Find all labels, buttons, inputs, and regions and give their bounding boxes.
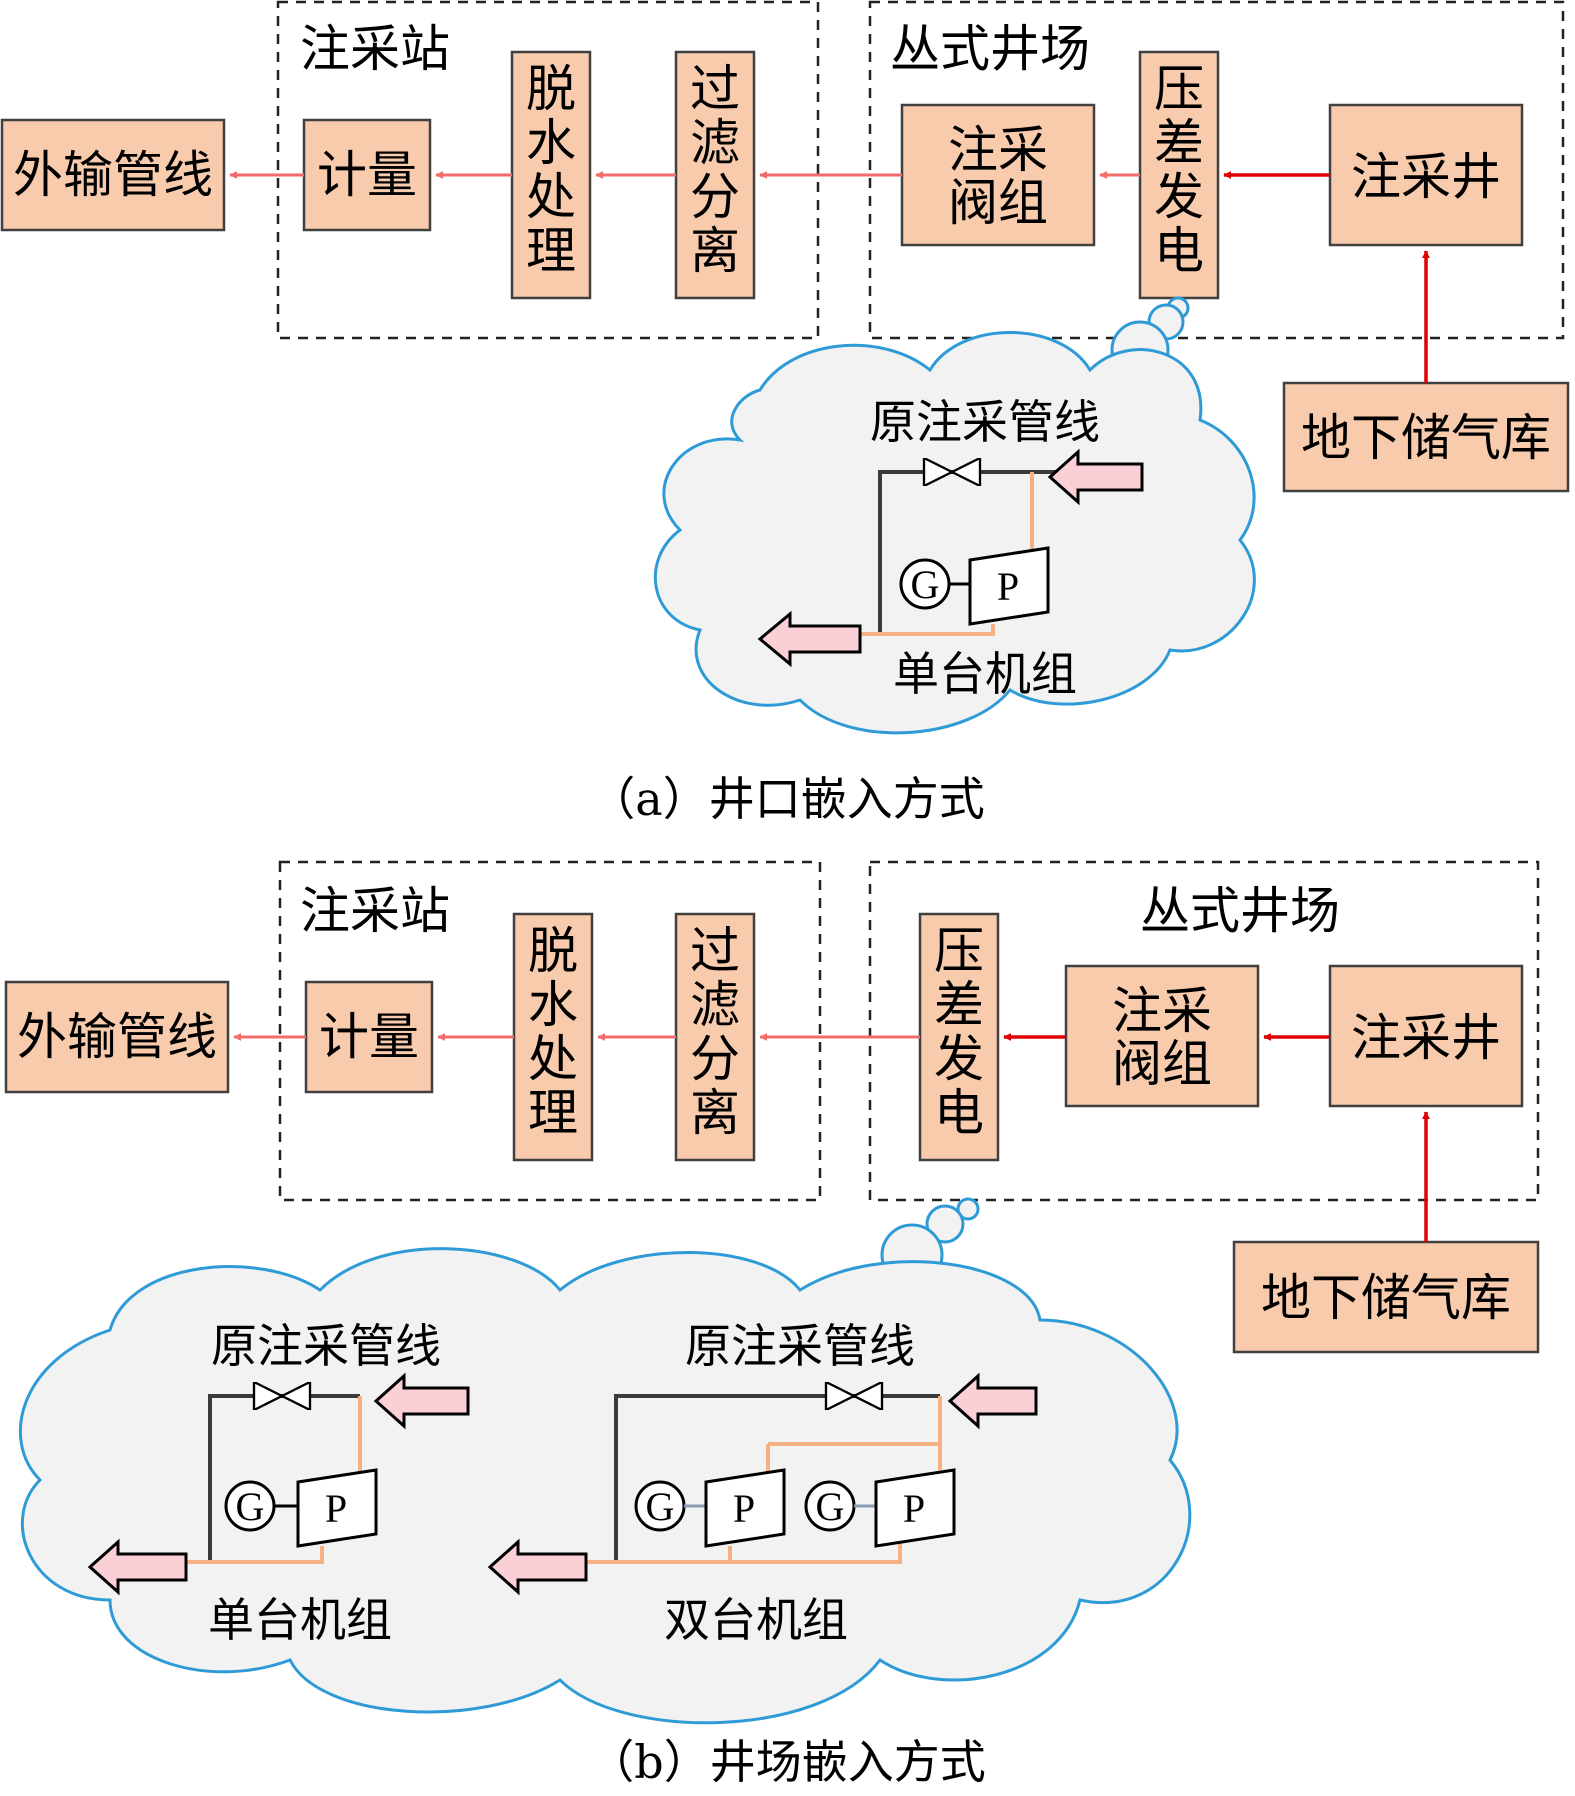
outflow-arrow-icon <box>87 1538 188 1596</box>
wellsite-label: 丛式井场 <box>890 20 1090 78</box>
export-pipeline-box: 外输管线 <box>0 118 226 232</box>
well-box: 注采井 <box>1328 964 1524 1108</box>
inflow-arrow-icon <box>373 1372 470 1430</box>
wellsite-label: 丛式井场 <box>1140 882 1340 940</box>
filter-char-3: 分 <box>690 1030 740 1088</box>
meter-label: 计量 <box>317 146 417 204</box>
pump-symbol: P <box>997 564 1019 609</box>
pressure-gen-char-2: 差 <box>1154 114 1204 172</box>
outflow-arrow-icon <box>757 610 862 668</box>
dehydration-char-3: 处 <box>528 1030 578 1088</box>
filter-char-3: 分 <box>690 168 740 226</box>
caption-a: （a）井口嵌入方式 <box>589 772 984 826</box>
cloud-b-double-unit: 原注采管线 G P G P 双台机组 <box>487 1319 1038 1647</box>
outflow-arrow-icon <box>487 1538 588 1596</box>
filter-box: 过 滤 分 离 <box>674 912 756 1162</box>
pump-symbol: P <box>903 1486 925 1531</box>
pressure-gen-char-3: 发 <box>934 1030 984 1088</box>
valve-group-line-1: 注采 <box>1112 982 1212 1040</box>
meter-box: 计量 <box>302 118 432 232</box>
well-label: 注采井 <box>1351 148 1501 206</box>
meter-box: 计量 <box>304 980 434 1094</box>
bypass-pipe <box>186 1396 362 1564</box>
single-original-pipeline-label: 原注采管线 <box>211 1319 441 1373</box>
cloud-b <box>18 1197 1192 1725</box>
pressure-gen-char-4: 电 <box>1154 222 1204 280</box>
dehydration-char-4: 理 <box>526 222 576 280</box>
dehydration-char-3: 处 <box>526 168 576 226</box>
generator-symbol: G <box>236 1484 265 1529</box>
dehydration-box: 脱 水 处 理 <box>510 50 592 300</box>
pressure-gen-char-3: 发 <box>1154 168 1204 226</box>
storage-box: 地下储气库 <box>1282 381 1570 493</box>
panel-b: 注采站 丛式井场 外输管线 计量 脱 水 处 理 过 滤 分 离 压 差 <box>4 860 1540 1789</box>
single-unit-label: 单台机组 <box>893 647 1077 701</box>
wellsite-frame <box>868 0 1565 340</box>
single-unit-label: 单台机组 <box>208 1593 392 1647</box>
dehydration-char-2: 水 <box>526 114 576 172</box>
filter-box: 过 滤 分 离 <box>674 50 756 300</box>
double-unit-label: 双台机组 <box>664 1593 848 1647</box>
pressure-gen-char-4: 电 <box>934 1084 984 1142</box>
pressure-gen-box: 压 差 发 电 <box>1138 50 1220 300</box>
original-pipeline-label: 原注采管线 <box>870 395 1100 449</box>
valve-group-line-1: 注采 <box>948 121 1048 179</box>
filter-char-2: 滤 <box>690 976 740 1034</box>
filter-char-1: 过 <box>690 60 740 118</box>
pressure-gen-char-1: 压 <box>1154 60 1204 118</box>
generator-symbol: G <box>816 1484 845 1529</box>
well-label: 注采井 <box>1351 1009 1501 1067</box>
generator-symbol: G <box>911 562 940 607</box>
station-label: 注采站 <box>300 882 450 940</box>
dehydration-char-1: 脱 <box>526 60 576 118</box>
valve-group-box: 注采 阀组 <box>1064 964 1260 1108</box>
storage-box: 地下储气库 <box>1232 1240 1540 1354</box>
cloud-a-schematic: 原注采管线 G P 单台机组 <box>757 395 1144 701</box>
panel-a: 注采站 丛式井场 外输管线 计量 脱 水 处 理 过 滤 分 离 注采 阀组 <box>0 0 1570 826</box>
double-original-pipeline-label: 原注采管线 <box>685 1319 915 1373</box>
dehydration-char-1: 脱 <box>528 922 578 980</box>
pressure-gen-char-1: 压 <box>934 922 984 980</box>
pump-symbol: P <box>733 1486 755 1531</box>
filter-char-1: 过 <box>690 922 740 980</box>
storage-label: 地下储气库 <box>1261 1269 1511 1327</box>
cloud-b-single-unit: 原注采管线 G P 单台机组 <box>87 1319 470 1647</box>
caption-b: （b）井场嵌入方式 <box>588 1735 985 1789</box>
storage-label: 地下储气库 <box>1301 409 1551 467</box>
valve-group-line-2: 阀组 <box>1112 1035 1212 1093</box>
valve-group-box: 注采 阀组 <box>900 103 1096 247</box>
pressure-gen-box: 压 差 发 电 <box>918 912 1000 1162</box>
wellsite-frame <box>868 860 1540 1202</box>
pump-icon <box>874 1468 956 1548</box>
bypass-pipe <box>586 1396 942 1564</box>
filter-char-2: 滤 <box>690 114 740 172</box>
export-pipeline-label: 外输管线 <box>13 146 213 204</box>
meter-label: 计量 <box>319 1008 419 1066</box>
dehydration-box: 脱 水 处 理 <box>512 912 594 1162</box>
filter-char-4: 离 <box>690 222 740 280</box>
dehydration-char-2: 水 <box>528 976 578 1034</box>
filter-char-4: 离 <box>690 1084 740 1142</box>
dehydration-char-4: 理 <box>528 1084 578 1142</box>
station-frame <box>278 860 822 1202</box>
station-label: 注采站 <box>300 20 450 78</box>
pump-icon <box>704 1468 786 1548</box>
valve-group-line-2: 阀组 <box>948 174 1048 232</box>
inflow-arrow-icon <box>1047 448 1144 506</box>
inflow-arrow-icon <box>947 1372 1038 1430</box>
pressure-gen-char-2: 差 <box>934 976 984 1034</box>
well-box: 注采井 <box>1328 103 1524 247</box>
station-frame <box>276 0 820 340</box>
export-pipeline-box: 外输管线 <box>4 980 230 1094</box>
pump-symbol: P <box>325 1486 347 1531</box>
bypass-pipe <box>860 472 1034 636</box>
export-pipeline-label: 外输管线 <box>17 1008 217 1066</box>
original-pipeline <box>878 470 1032 634</box>
generator-symbol: G <box>646 1484 675 1529</box>
pump-icon <box>968 546 1050 626</box>
pump-icon <box>296 1468 378 1548</box>
